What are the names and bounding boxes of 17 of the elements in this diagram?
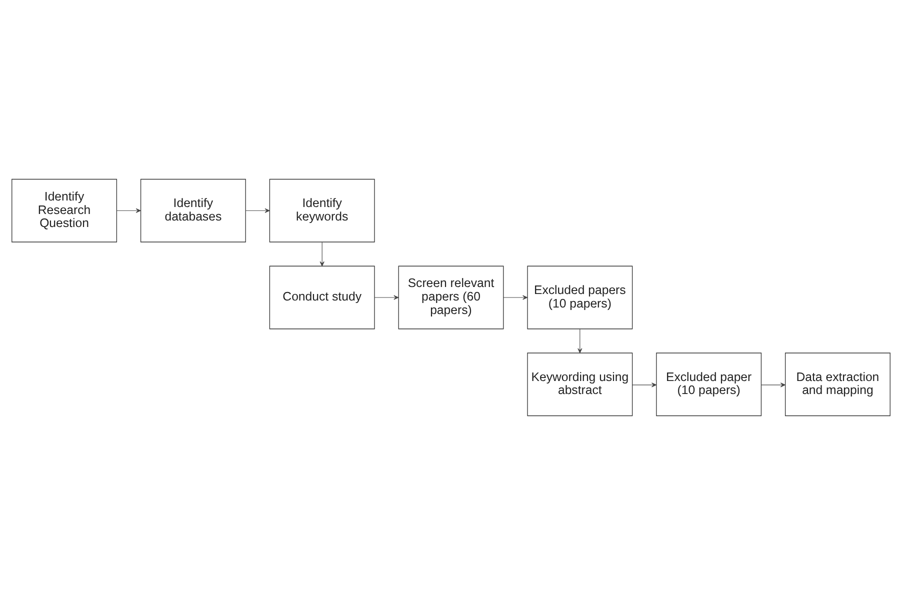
node-box: Identify keywords [269, 178, 375, 242]
arrow [632, 382, 656, 387]
arrow [760, 382, 786, 387]
node-box: Identify Research Question [12, 178, 118, 242]
arrow [320, 241, 324, 266]
node-box: Keywording using abstract [527, 352, 633, 416]
node-box: Data extraction and mapping [784, 352, 890, 416]
arrow [374, 294, 399, 300]
arrow [578, 328, 582, 353]
arrow [116, 208, 141, 212]
node-box: Conduct study [269, 265, 375, 329]
node-box: Excluded paper (10 papers) [656, 352, 762, 416]
node-box: Excluded papers (10 papers) [527, 265, 633, 329]
arrow [245, 208, 270, 212]
arrow [503, 294, 528, 300]
node-box: Identify databases [140, 178, 246, 242]
node-box: Screen relevant papers (60 papers) [398, 265, 504, 329]
